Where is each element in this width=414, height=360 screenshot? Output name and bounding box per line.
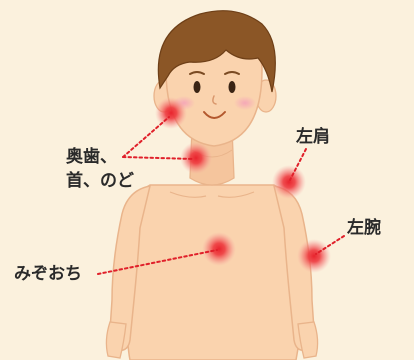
eye-right: [194, 81, 201, 93]
label-neck-throat: 首、のど: [66, 170, 134, 192]
right-hand: [106, 322, 126, 358]
pain-spot-left-arm: [297, 239, 331, 273]
left-hand: [298, 322, 318, 358]
pain-spot-solar-plexus: [202, 232, 236, 266]
eye-left: [229, 81, 236, 93]
cheek-left: [234, 96, 256, 110]
leader-line-teeth: [123, 117, 169, 157]
label-left-shoulder: 左肩: [296, 126, 330, 148]
label-left-arm: 左腕: [347, 217, 381, 239]
label-solar-plexus: みぞおち: [14, 263, 82, 285]
label-back-teeth: 奥歯、: [66, 146, 117, 168]
torso: [127, 185, 299, 360]
pain-spot-left-shoulder: [272, 165, 306, 199]
